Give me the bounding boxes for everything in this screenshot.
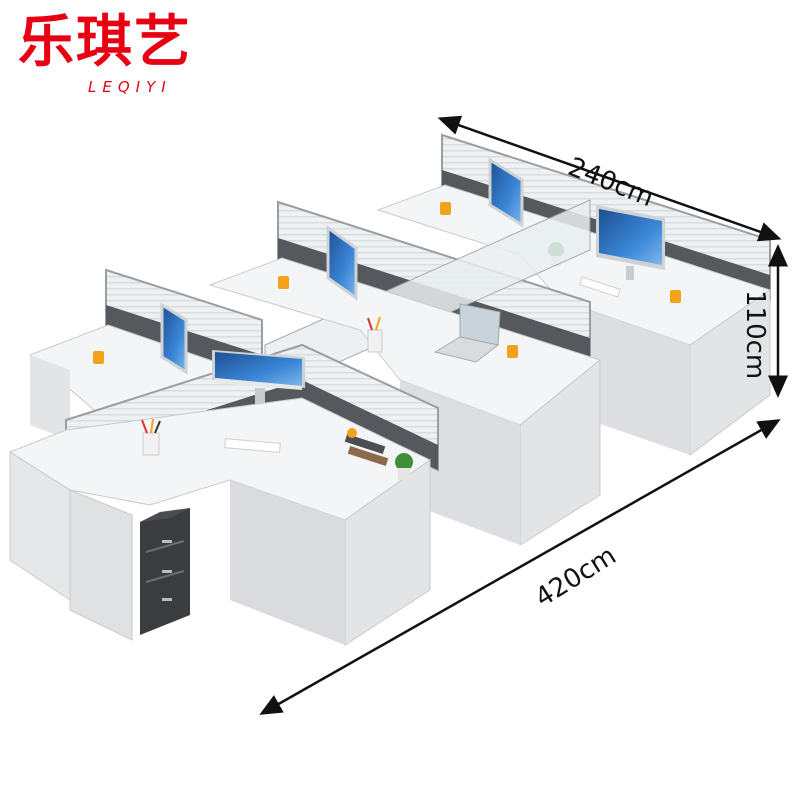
dimension-height-label: 110cm xyxy=(740,290,770,380)
dimension-arrows xyxy=(259,115,788,715)
mug-icon xyxy=(507,345,518,358)
mug-icon xyxy=(440,202,451,215)
brand-name-en: LEQIYI xyxy=(88,78,172,96)
laptop-icon xyxy=(433,303,501,363)
monitor-icon xyxy=(212,350,305,404)
mug-icon xyxy=(93,351,104,364)
mug-icon xyxy=(278,276,289,289)
monitor-icon xyxy=(326,225,358,301)
mug-icon xyxy=(670,290,681,303)
drawer-cabinet-icon xyxy=(140,508,190,635)
brand-logo: 乐琪艺 LEQIYI xyxy=(18,8,238,118)
brand-name-cn: 乐琪艺 xyxy=(18,10,192,75)
pen-holder-icon xyxy=(367,316,383,353)
monitor-icon xyxy=(160,302,188,375)
pen-holder-icon xyxy=(141,418,161,456)
